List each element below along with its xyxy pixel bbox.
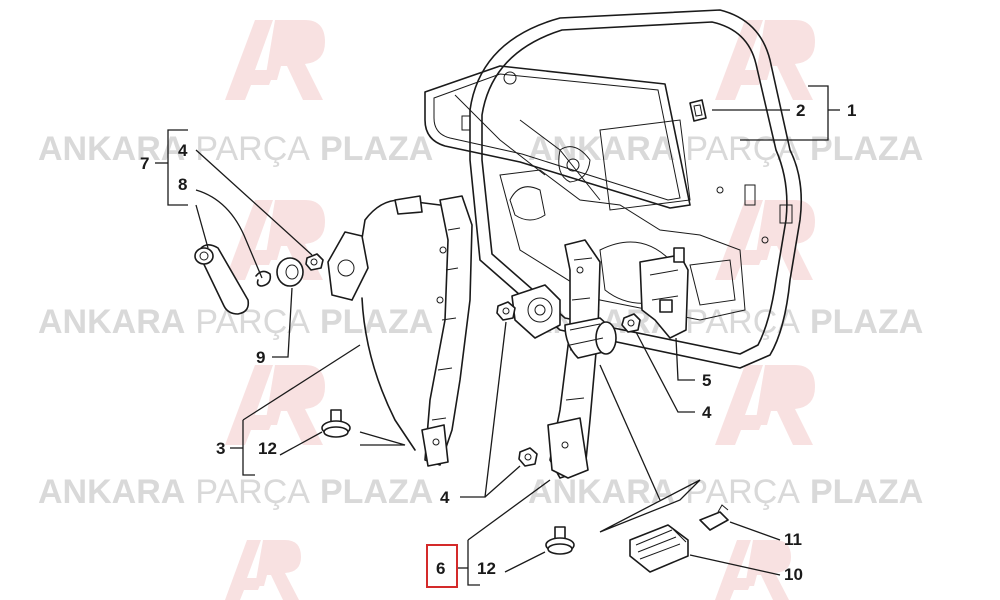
callout-4-bottom: 4 [440, 488, 450, 507]
window-regulator-right [511, 239, 617, 479]
nut-icon [496, 301, 516, 321]
callout-6: 6 [436, 559, 445, 578]
callout-4-right: 4 [702, 403, 712, 422]
nut-parts [305, 253, 641, 467]
callout-10: 10 [784, 565, 803, 584]
watermark-logo-icon [225, 540, 301, 600]
callout-9: 9 [256, 348, 265, 367]
nut-icon [518, 447, 538, 467]
watermark-logo-icon [225, 20, 325, 100]
nut-icon [621, 313, 641, 333]
callout-2: 2 [796, 101, 805, 120]
callout-3: 3 [216, 439, 225, 458]
callout-labels: 1 2 3 4 4 4 5 6 7 8 9 10 11 12 12 [140, 101, 856, 588]
crank-clip [255, 270, 272, 287]
watermark-logo-icon [715, 200, 815, 280]
callout-7: 7 [140, 154, 149, 173]
bolt-parts [321, 409, 575, 555]
nut-icon [305, 253, 324, 271]
window-glass [424, 65, 691, 209]
bolt-icon [321, 409, 351, 438]
crank-knob [276, 257, 304, 287]
window-regulator-left [327, 195, 473, 467]
guide-bracket [639, 247, 689, 339]
callout-8: 8 [178, 175, 187, 194]
watermark-logo-icon [715, 365, 815, 445]
callout-5: 5 [702, 371, 711, 390]
callout-12-left: 12 [258, 439, 277, 458]
leader-lines [155, 85, 840, 586]
callout-1: 1 [847, 101, 856, 120]
watermark-logo-icon [715, 20, 815, 100]
connector-terminal [699, 504, 729, 531]
callout-4-top: 4 [178, 141, 188, 160]
callout-11: 11 [784, 530, 802, 549]
window-crank-handle [194, 244, 250, 315]
bolt-icon [545, 526, 575, 555]
clip-part [689, 99, 707, 122]
callout-12-bottom: 12 [477, 559, 496, 578]
watermark-logo-icon [225, 365, 325, 445]
electrical-connector [629, 524, 689, 573]
watermark-logo-icon [715, 540, 791, 600]
callout-6-highlight-box [426, 544, 458, 588]
